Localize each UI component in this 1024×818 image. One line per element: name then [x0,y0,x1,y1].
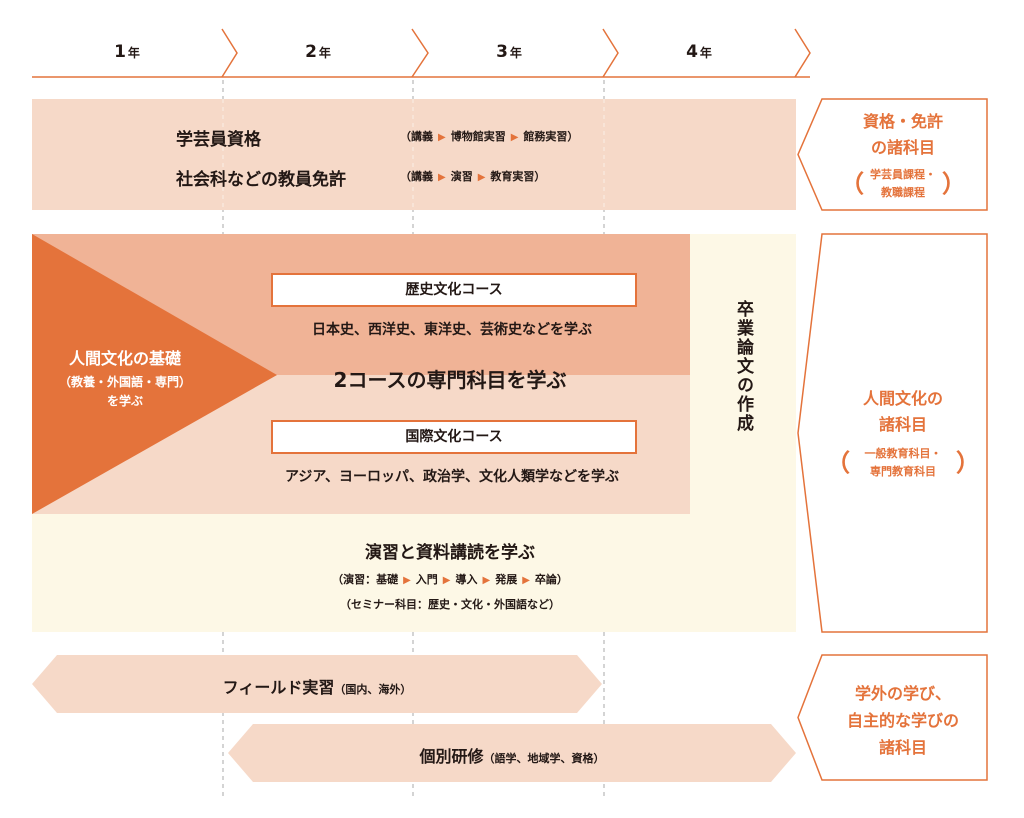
individual-study-band [228,724,796,782]
seminar-title: 演習と資料講読を学ぶ [365,543,535,563]
intl-course-desc: アジア、ヨーロッパ、政治学、文化人類学などを学ぶ [284,469,620,485]
qual-row2-title: 社会科などの教員免許 [176,170,346,190]
field-training-text: フィールド実習（国内、海外） [222,678,412,697]
qualification-band [32,99,796,210]
history-course-desc: 日本史、西洋史、東洋史、芸術史などを学ぶ [312,322,592,338]
qual-row2-steps: （講義▶演習▶教育実習） [400,170,546,183]
side-label-human: 人間文化の 諸科目 （ 一般教育科目・ 専門教育科目 ） [826,389,980,478]
individual-study-text: 個別研修（語学、地域学、資格） [419,747,605,766]
qual-row1-steps: （講義▶博物館実習▶館務実習） [400,130,579,143]
seminar-sub: （セミナー科目：歴史・文化・外国語など） [340,598,560,611]
side-bracket-human [797,233,988,633]
side-bracket-qualification [797,98,988,211]
side-label-qualification: 資格・免許 の諸科目 （ 学芸員課程・ 教職課程 ） [840,112,966,199]
courses-center-title: 2コースの専門科目を学ぶ [333,368,567,392]
thesis-label: 卒業論文の作成 [733,300,753,433]
side-label-outside: 学外の学び、 自主的な学びの 諸科目 [846,684,959,757]
foundation-triangle [32,234,277,514]
qual-row1-title: 学芸員資格 [176,130,261,150]
foundation-text: 人間文化の基礎 （教養・外国語・専門） を学ぶ [58,349,191,408]
side-bracket-outside [797,654,988,781]
history-course-label: 歴史文化コース [271,273,637,307]
intl-course-label: 国際文化コース [271,420,637,454]
field-training-band [32,655,602,713]
seminar-steps: （演習：基礎▶入門▶導入▶発展▶卒論） [332,573,568,586]
year-header-chevrons [32,28,811,78]
